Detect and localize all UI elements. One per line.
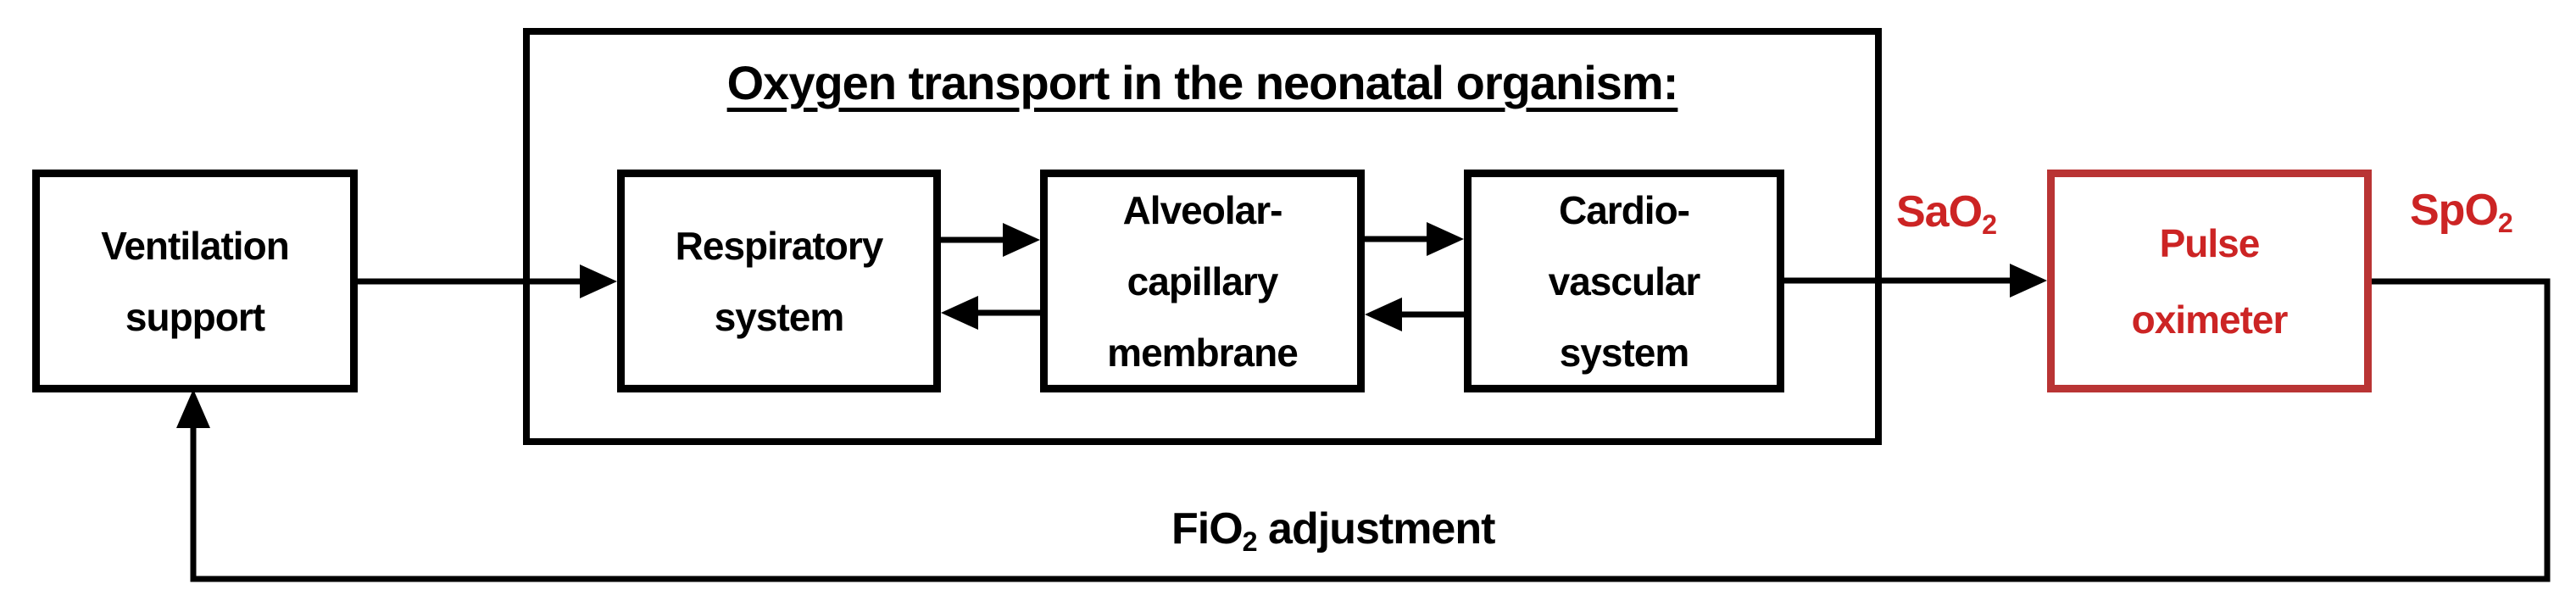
fio2-adjustment-label: FiO2 adjustment: [1171, 504, 1495, 558]
ventilation-support-label-line2: support: [125, 294, 265, 339]
spo2-text: SpO: [2410, 186, 2499, 235]
pulse-oximeter-label-line1: Pulse: [2159, 220, 2261, 265]
cardio-label-line3: system: [1559, 330, 1690, 375]
cardio-label-line1: Cardio-: [1559, 187, 1690, 232]
respiratory-system-box: Respiratory system: [617, 170, 941, 392]
alveolar-label-line1: Alveolar-: [1122, 187, 1283, 232]
fio2-text: FiO: [1171, 504, 1243, 554]
respiratory-label-line2: system: [714, 294, 845, 339]
sao2-text: SaO: [1896, 187, 1983, 236]
ventilation-support-box: Ventilation support: [32, 170, 358, 392]
alveolar-label-line3: membrane: [1107, 330, 1299, 375]
cardiovascular-system-box: Cardio- vascular system: [1464, 170, 1784, 392]
sao2-label: SaO2: [1896, 186, 1997, 241]
feedback-arrowhead: [176, 389, 210, 428]
spo2-subscript: 2: [2497, 208, 2513, 239]
pulse-oximeter-box: Pulse oximeter: [2047, 170, 2372, 392]
spo2-label: SpO2: [2410, 185, 2513, 239]
cardio-label-line2: vascular: [1548, 259, 1701, 303]
ventilation-support-label-line1: Ventilation: [101, 223, 290, 268]
sao2-subscript: 2: [1982, 209, 1997, 241]
alveolar-capillary-membrane-box: Alveolar- capillary membrane: [1040, 170, 1365, 392]
respiratory-label-line1: Respiratory: [675, 223, 884, 268]
pulse-oximeter-label-line2: oximeter: [2131, 297, 2289, 342]
fio2-suffix: adjustment: [1256, 504, 1495, 554]
alveolar-label-line2: capillary: [1127, 259, 1279, 303]
fio2-subscript: 2: [1242, 526, 1258, 558]
container-title: Oxygen transport in the neonatal organis…: [726, 56, 1679, 109]
